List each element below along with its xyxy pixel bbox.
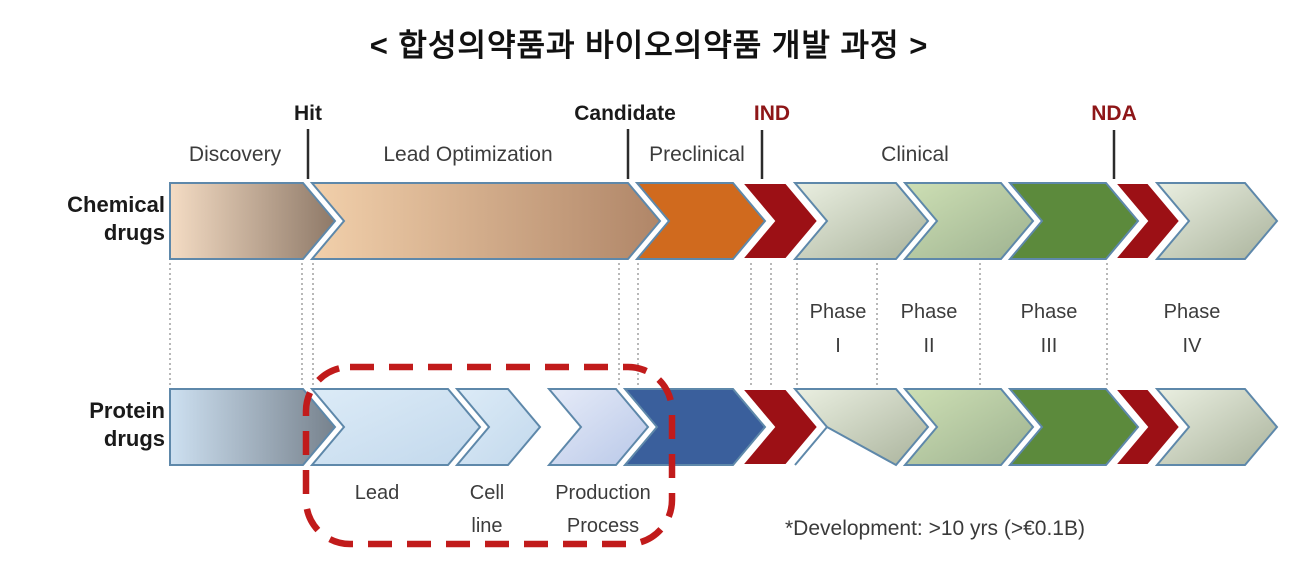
milestone-ticks (306, 129, 1116, 179)
chemical-row (169, 182, 1279, 260)
protein-stage-production-process-label: Production Process (533, 477, 673, 543)
chemical-phase1-arrow (792, 182, 930, 260)
phase2-numeral: II (923, 335, 935, 357)
milestone-hit-label: Hit (294, 102, 322, 125)
milestone-candidate-label: Candidate (574, 102, 676, 125)
chemical-phase3-arrow (1007, 182, 1140, 260)
protein-production-process-arrow (546, 388, 650, 466)
protein-drugs-line1: Protein (89, 398, 165, 423)
milestone-ind-label: IND (753, 102, 791, 125)
protein-stage-lead-label: Lead (354, 482, 400, 504)
production-word1: Production (555, 482, 651, 504)
chemical-drugs-line1: Chemical (67, 192, 165, 217)
phase2-label: Phase II (874, 295, 984, 363)
cell-line-word1: Cell (469, 482, 505, 504)
phase3-word: Phase (1020, 301, 1078, 323)
phase1-label: Phase I (783, 295, 893, 363)
cell-line-word2: line (471, 515, 503, 537)
protein-ind-gate-chevron (739, 388, 820, 466)
chemical-lead-optimization-arrow (309, 182, 662, 260)
phase3-label: Phase III (994, 295, 1104, 363)
protein-stage-cell-line-label: Cell line (437, 477, 537, 543)
development-footnote: *Development: >10 yrs (>€0.1B) (785, 517, 1085, 540)
chemical-drugs-line2: drugs (103, 220, 165, 245)
connector-dotted-lines (169, 263, 1108, 387)
phase4-label: Phase IV (1137, 295, 1247, 363)
biologics-highlight-dashed-box (302, 363, 676, 548)
chemical-ind-gate-chevron (739, 182, 820, 260)
phase2-word: Phase (900, 301, 958, 323)
production-word2: Process (566, 515, 640, 537)
protein-phase1-arrow (792, 388, 930, 467)
phase3-numeral: III (1040, 335, 1058, 357)
protein-phase4-arrow (1154, 388, 1279, 466)
chemical-nda-gate-chevron (1112, 182, 1182, 260)
protein-drugs-row-label: Protein drugs (20, 397, 165, 453)
chemical-phase4-arrow (1154, 182, 1279, 260)
phase4-numeral: IV (1182, 335, 1202, 357)
chemical-phase2-arrow (902, 182, 1035, 260)
protein-lead-arrow (309, 388, 482, 466)
chemical-preclinical-arrow (634, 182, 767, 260)
protein-phase2-arrow (902, 388, 1035, 466)
protein-row (169, 388, 1279, 467)
chemical-drugs-row-label: Chemical drugs (20, 191, 165, 247)
milestone-nda-label: NDA (1091, 102, 1137, 125)
protein-discovery-arrow (169, 388, 337, 466)
diagram-title: < 합성의약품과 바이오의약품 개발 과정 > (369, 28, 929, 63)
stage-preclinical-label: Preclinical (649, 143, 745, 166)
stage-lead-optimization-label: Lead Optimization (383, 143, 553, 166)
protein-drugs-line2: drugs (103, 426, 165, 451)
phase1-word: Phase (809, 301, 867, 323)
protein-phase3-arrow (1007, 388, 1140, 466)
protein-cell-line-arrow (454, 388, 542, 466)
protein-preclinical-arrow (622, 388, 767, 466)
protein-nda-gate-chevron (1112, 388, 1182, 466)
chemical-discovery-arrow (169, 182, 337, 260)
phase4-word: Phase (1163, 301, 1221, 323)
phase1-numeral: I (835, 335, 841, 357)
stage-discovery-label: Discovery (188, 143, 282, 166)
stage-clinical-label: Clinical (881, 143, 949, 166)
